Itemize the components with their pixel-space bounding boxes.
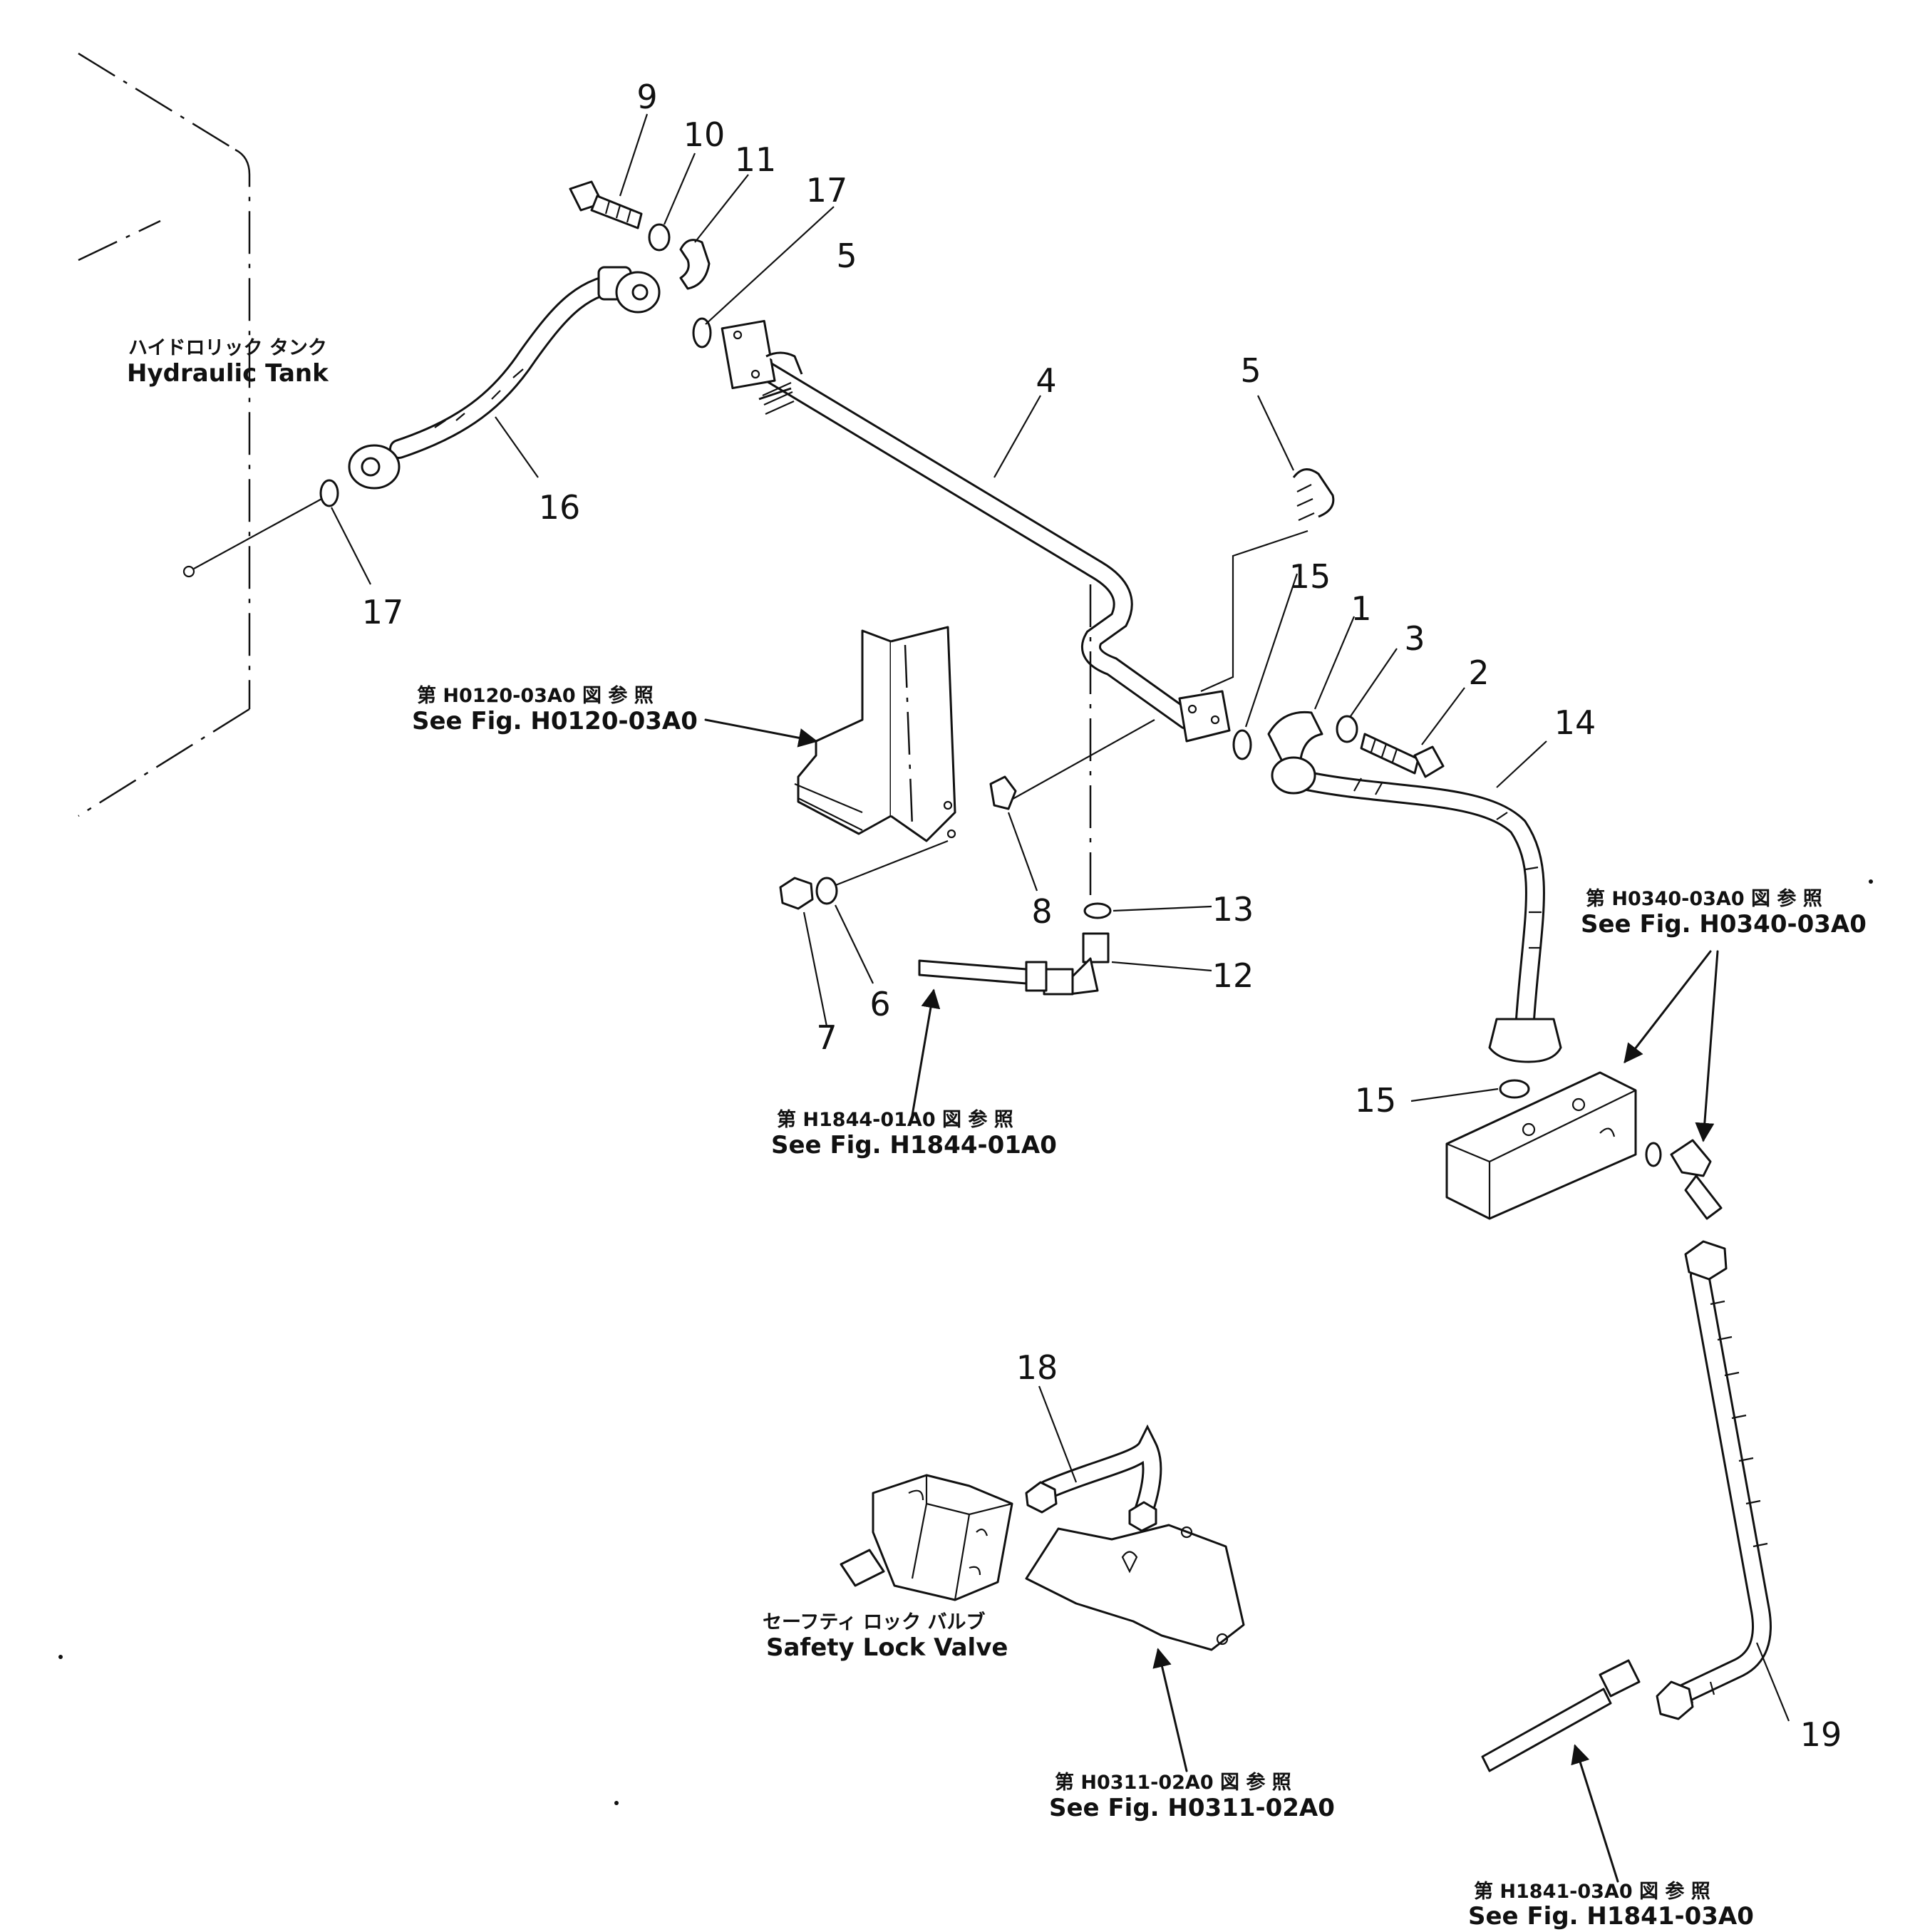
o-ring-17-lower bbox=[319, 479, 339, 507]
callout-17-upper: 17 bbox=[806, 171, 848, 210]
washer-10 bbox=[648, 223, 671, 252]
callout-15-upper: 15 bbox=[1289, 557, 1331, 596]
tank-label-en: Hydraulic Tank bbox=[127, 359, 329, 388]
o-ring-15-lower bbox=[1499, 1079, 1530, 1099]
nut-7 bbox=[779, 877, 814, 910]
ref-h1841-jp: 第 H1841-03A0 図 参 照 bbox=[1474, 1880, 1710, 1903]
hose-19 bbox=[1656, 1240, 1772, 1720]
ref-h0340-en: See Fig. H0340-03A0 bbox=[1581, 910, 1867, 939]
callout-2: 2 bbox=[1468, 654, 1489, 692]
safety-lock-valve bbox=[840, 1474, 1013, 1601]
o-ring-17-upper bbox=[692, 317, 712, 348]
callout-17-lower: 17 bbox=[362, 593, 404, 631]
tube-h1844 bbox=[918, 959, 1048, 992]
callout-16: 16 bbox=[539, 488, 581, 527]
u-bolt-5-right bbox=[1292, 468, 1335, 522]
valve-label-en: Safety Lock Valve bbox=[766, 1633, 1008, 1662]
callout-12: 12 bbox=[1212, 956, 1254, 995]
hose-14 bbox=[1271, 756, 1562, 1063]
callout-8: 8 bbox=[1031, 892, 1052, 931]
callout-9: 9 bbox=[636, 78, 657, 116]
ref-h1841-en: See Fig. H1841-03A0 bbox=[1468, 1902, 1754, 1931]
ref-h0340-jp: 第 H0340-03A0 図 参 照 bbox=[1586, 887, 1822, 910]
half-clamp-11 bbox=[679, 239, 711, 290]
bracket-h0120 bbox=[794, 626, 956, 842]
hose-18 bbox=[1025, 1424, 1162, 1532]
callout-4: 4 bbox=[1036, 361, 1056, 400]
washer-6 bbox=[815, 877, 838, 905]
ref-h0120-jp: 第 H0120-03A0 図 参 照 bbox=[417, 684, 654, 707]
callout-10: 10 bbox=[683, 115, 726, 154]
callout-7: 7 bbox=[816, 1018, 837, 1057]
elbow-12 bbox=[1043, 932, 1110, 996]
tube-h1841 bbox=[1481, 1659, 1641, 1772]
ref-h1844-en: See Fig. H1844-01A0 bbox=[771, 1131, 1057, 1159]
o-ring-13 bbox=[1083, 902, 1112, 919]
ref-h1844-jp: 第 H1844-01A0 図 参 照 bbox=[777, 1108, 1013, 1131]
ref-h0311-jp: 第 H0311-02A0 図 参 照 bbox=[1055, 1771, 1291, 1794]
callout-3: 3 bbox=[1404, 619, 1425, 658]
tube-4 bbox=[721, 319, 1231, 743]
block-h0340 bbox=[1445, 1071, 1637, 1220]
elbow-fitting bbox=[1670, 1139, 1723, 1220]
callout-5-right: 5 bbox=[1240, 351, 1261, 390]
half-clamp-1 bbox=[1267, 711, 1323, 764]
callout-5-upper: 5 bbox=[836, 237, 857, 275]
callout-15-lower: 15 bbox=[1355, 1081, 1397, 1120]
u-bolt-5-upper bbox=[758, 351, 803, 415]
ref-h0120-en: See Fig. H0120-03A0 bbox=[412, 707, 698, 735]
o-ring-15-upper bbox=[1232, 729, 1252, 760]
bolt-2 bbox=[1360, 733, 1445, 778]
o-ring-block bbox=[1645, 1142, 1662, 1167]
callout-11: 11 bbox=[735, 140, 777, 179]
callout-1: 1 bbox=[1351, 589, 1371, 628]
callout-18: 18 bbox=[1016, 1348, 1058, 1387]
hydraulic-tank bbox=[78, 52, 325, 817]
hose-16 bbox=[348, 266, 661, 490]
clip-8 bbox=[989, 775, 1017, 810]
valve-label-jp: セーフティ ロック バルブ bbox=[763, 1611, 986, 1633]
tank-label-jp: ハイドロリック タンク bbox=[128, 337, 327, 359]
washer-3 bbox=[1336, 715, 1358, 743]
callout-19: 19 bbox=[1800, 1715, 1842, 1754]
bolt-9 bbox=[569, 180, 643, 229]
callout-14: 14 bbox=[1554, 703, 1596, 742]
ref-h0311-en: See Fig. H0311-02A0 bbox=[1049, 1794, 1335, 1822]
bracket-h0311 bbox=[1025, 1524, 1245, 1651]
callout-13: 13 bbox=[1212, 890, 1254, 929]
callout-6: 6 bbox=[869, 985, 890, 1023]
